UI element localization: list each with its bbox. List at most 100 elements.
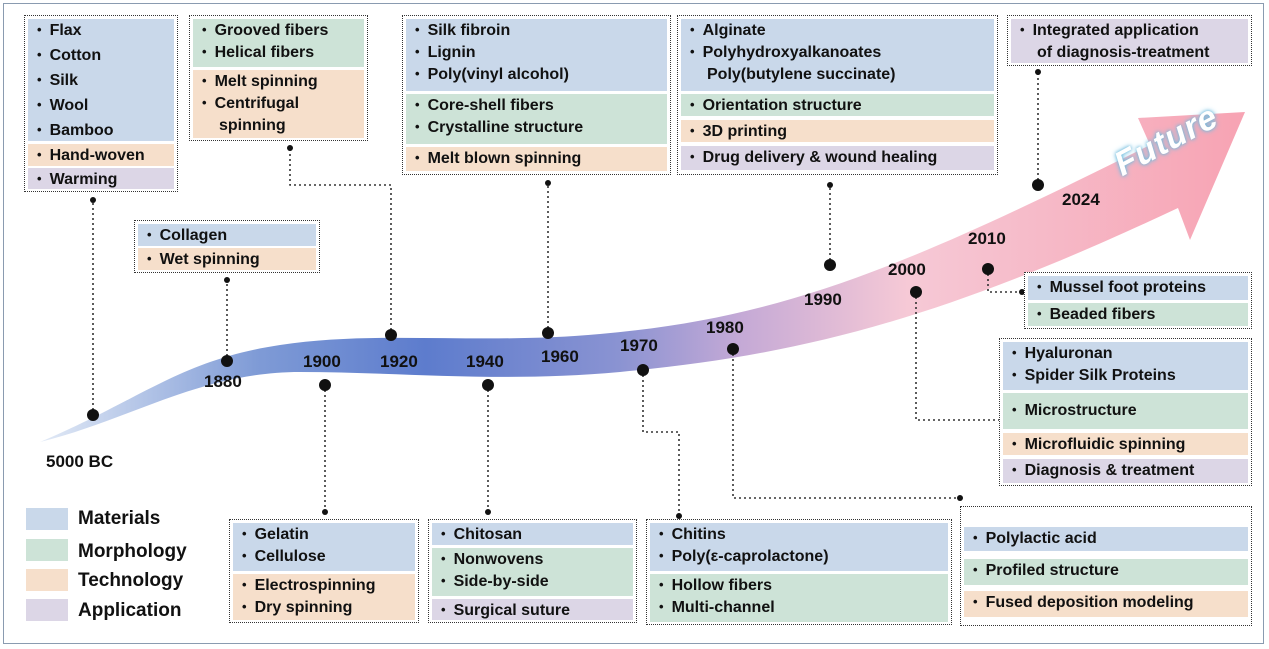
box-1970: Chitins Poly(ε-caprolactone) Hollow fibe… xyxy=(646,519,952,625)
year-label: 1920 xyxy=(380,352,418,371)
technology-segment: Wet spinning xyxy=(138,248,316,270)
item: Poly(ε-caprolactone) xyxy=(659,546,948,568)
year-label: 1940 xyxy=(466,352,504,371)
item: Nonwovens xyxy=(441,549,633,571)
materials-segment: Mussel foot proteins xyxy=(1028,276,1248,300)
materials-segment: Hyaluronan Spider Silk Proteins xyxy=(1003,342,1248,390)
item: Chitosan xyxy=(441,524,633,546)
item: Core-shell fibers xyxy=(415,95,667,117)
year-label: 2010 xyxy=(968,229,1006,248)
item: Mussel foot proteins xyxy=(1037,277,1248,299)
box-1880: Collagen Wet spinning xyxy=(134,220,320,273)
timeline-dots xyxy=(87,69,1044,519)
box-1960: Silk fibroin Lignin Poly(vinyl alcohol) … xyxy=(402,15,671,175)
item: Warming xyxy=(37,169,174,191)
box-1940: Chitosan Nonwovens Side-by-side Surgical… xyxy=(428,519,637,623)
technology-segment: Melt blown spinning xyxy=(406,147,667,171)
item: 3D printing xyxy=(690,121,994,143)
materials-segment: Flax Cotton Silk Wool Bamboo xyxy=(28,19,174,141)
item: Fused deposition modeling xyxy=(973,592,1248,614)
box-5000bc: Flax Cotton Silk Wool Bamboo Hand-woven … xyxy=(24,15,178,192)
materials-segment: Alginate Polyhydroxyalkanoates Poly(buty… xyxy=(681,19,994,91)
legend-swatch-technology xyxy=(26,569,68,591)
box-1900: Gelatin Cellulose Electrospinning Dry sp… xyxy=(229,519,419,623)
item: Hyaluronan xyxy=(1012,343,1248,365)
technology-segment: Hand-woven xyxy=(28,144,174,166)
legend-label-application: Application xyxy=(78,600,182,621)
item: spinning xyxy=(219,117,286,134)
morphology-segment: Orientation structure xyxy=(681,94,994,116)
legend-swatch-morphology xyxy=(26,539,68,561)
item: Polyhydroxyalkanoates xyxy=(690,42,994,64)
technology-segment: Melt spinning Centrifugal spinning xyxy=(193,70,364,138)
item: Crystalline structure xyxy=(415,117,667,139)
year-label: 1880 xyxy=(204,372,242,391)
materials-segment: Gelatin Cellulose xyxy=(233,523,415,571)
item: Alginate xyxy=(690,20,994,42)
item: Lignin xyxy=(415,42,667,64)
materials-segment: Collagen xyxy=(138,224,316,246)
morphology-segment: Beaded fibers xyxy=(1028,303,1248,326)
item: Drug delivery & wound healing xyxy=(690,147,994,169)
year-label: 2000 xyxy=(888,260,926,279)
item: Flax xyxy=(37,20,174,42)
item: Grooved fibers xyxy=(202,20,364,42)
item: Collagen xyxy=(147,225,316,247)
item: Hand-woven xyxy=(37,145,174,167)
box-1980: Polylactic acid Profiled structure Fused… xyxy=(960,506,1252,626)
item: Integrated application xyxy=(1020,20,1248,42)
morphology-segment: Microstructure xyxy=(1003,393,1248,429)
legend-label-technology: Technology xyxy=(78,570,184,591)
item: Beaded fibers xyxy=(1037,304,1248,326)
year-label: 1990 xyxy=(804,290,842,309)
technology-segment: Fused deposition modeling xyxy=(964,591,1248,617)
box-2024: Integrated application of diagnosis-trea… xyxy=(1007,15,1252,66)
technology-segment: Electrospinning Dry spinning xyxy=(233,574,415,620)
box-1990: Alginate Polyhydroxyalkanoates Poly(buty… xyxy=(677,15,998,175)
item: Microfluidic spinning xyxy=(1012,434,1248,456)
legend-swatch-application xyxy=(26,599,68,621)
box-2000: Hyaluronan Spider Silk Proteins Microstr… xyxy=(999,338,1252,486)
year-label: 1960 xyxy=(541,347,579,366)
item: Melt blown spinning xyxy=(415,148,667,170)
technology-segment: Microfluidic spinning xyxy=(1003,433,1248,455)
item: Surgical suture xyxy=(441,600,633,622)
materials-segment: Chitosan xyxy=(432,523,633,545)
legend-swatch-materials xyxy=(26,508,68,530)
legend-label-morphology: Morphology xyxy=(78,541,187,562)
item: Cotton xyxy=(37,45,174,67)
application-segment: Integrated application of diagnosis-trea… xyxy=(1011,19,1248,63)
item: Dry spinning xyxy=(242,597,415,619)
item: Silk xyxy=(37,70,174,92)
morphology-segment: Hollow fibers Multi-channel xyxy=(650,574,948,622)
item: of diagnosis-treatment xyxy=(1037,44,1210,61)
application-segment: Surgical suture xyxy=(432,599,633,620)
legend-label-materials: Materials xyxy=(78,508,161,529)
materials-segment: Silk fibroin Lignin Poly(vinyl alcohol) xyxy=(406,19,667,91)
item: Poly(butylene succinate) xyxy=(707,66,896,83)
item: Centrifugal xyxy=(202,93,364,115)
box-2010: Mussel foot proteins Beaded fibers xyxy=(1024,272,1252,329)
item: Chitins xyxy=(659,524,948,546)
item: Multi-channel xyxy=(659,597,948,619)
item: Silk fibroin xyxy=(415,20,667,42)
materials-segment: Polylactic acid xyxy=(964,527,1248,551)
year-label: 2024 xyxy=(1062,190,1100,209)
item: Poly(vinyl alcohol) xyxy=(415,64,667,86)
application-segment: Diagnosis & treatment xyxy=(1003,459,1248,483)
item: Wool xyxy=(37,95,174,117)
item: Microstructure xyxy=(1012,400,1248,422)
item: Bamboo xyxy=(37,120,174,142)
technology-segment: 3D printing xyxy=(681,120,994,142)
item: Cellulose xyxy=(242,546,415,568)
item: Diagnosis & treatment xyxy=(1012,460,1248,482)
item: Melt spinning xyxy=(202,71,364,93)
year-label: 5000 BC xyxy=(46,452,114,471)
application-segment: Drug delivery & wound healing xyxy=(681,146,994,170)
year-label: 1980 xyxy=(706,318,744,337)
year-label: 1900 xyxy=(303,352,341,371)
application-segment: Warming xyxy=(28,168,174,189)
item: Profiled structure xyxy=(973,560,1248,582)
morphology-segment: Profiled structure xyxy=(964,559,1248,585)
morphology-segment: Nonwovens Side-by-side xyxy=(432,548,633,596)
